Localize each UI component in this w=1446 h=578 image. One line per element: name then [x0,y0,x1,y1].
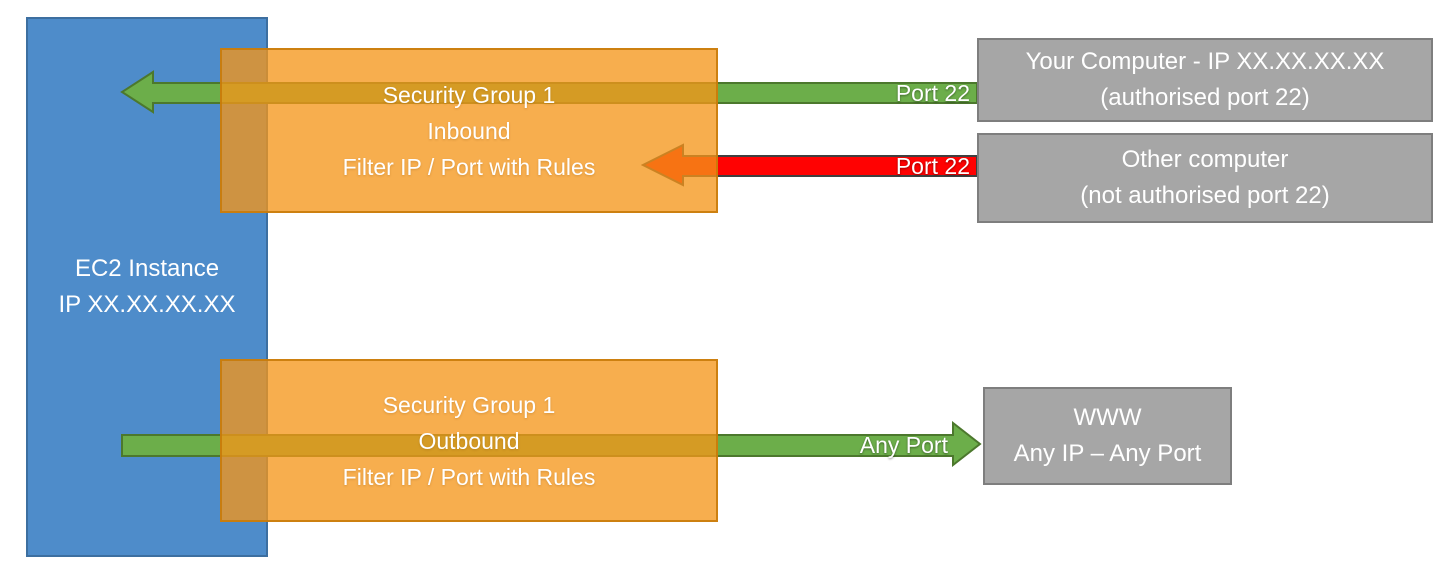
security-group-outbound-box: Security Group 1 Outbound Filter IP / Po… [220,359,718,522]
other-computer-box: Other computer (not authorised port 22) [977,133,1433,223]
port22-blocked-label: Port 22 [895,153,970,179]
sg-outbound-direction: Outbound [418,427,520,454]
sg-inbound-description: Filter IP / Port with Rules [342,153,596,180]
sg-inbound-title: Security Group 1 [382,81,556,108]
sg-outbound-description: Filter IP / Port with Rules [342,463,596,490]
other-computer-title: Other computer [1121,146,1289,173]
ec2-instance-ip: IP XX.XX.XX.XX [58,291,236,318]
www-title: WWW [1073,404,1142,431]
www-subtitle: Any IP – Any Port [1013,440,1202,467]
sg-inbound-direction: Inbound [427,117,511,144]
any-port-label: Any Port [859,432,948,458]
port22-allowed-label: Port 22 [895,80,970,106]
your-computer-subtitle: (authorised port 22) [1100,84,1310,111]
your-computer-title: Your Computer - IP XX.XX.XX.XX [1025,48,1385,75]
your-computer-box: Your Computer - IP XX.XX.XX.XX (authoris… [977,38,1433,122]
security-group-inbound-box: Security Group 1 Inbound Filter IP / Por… [220,48,718,213]
other-computer-subtitle: (not authorised port 22) [1080,182,1330,209]
sg-outbound-title: Security Group 1 [382,391,556,418]
www-box: WWW Any IP – Any Port [983,387,1232,485]
ec2-instance-name: EC2 Instance [74,255,220,282]
